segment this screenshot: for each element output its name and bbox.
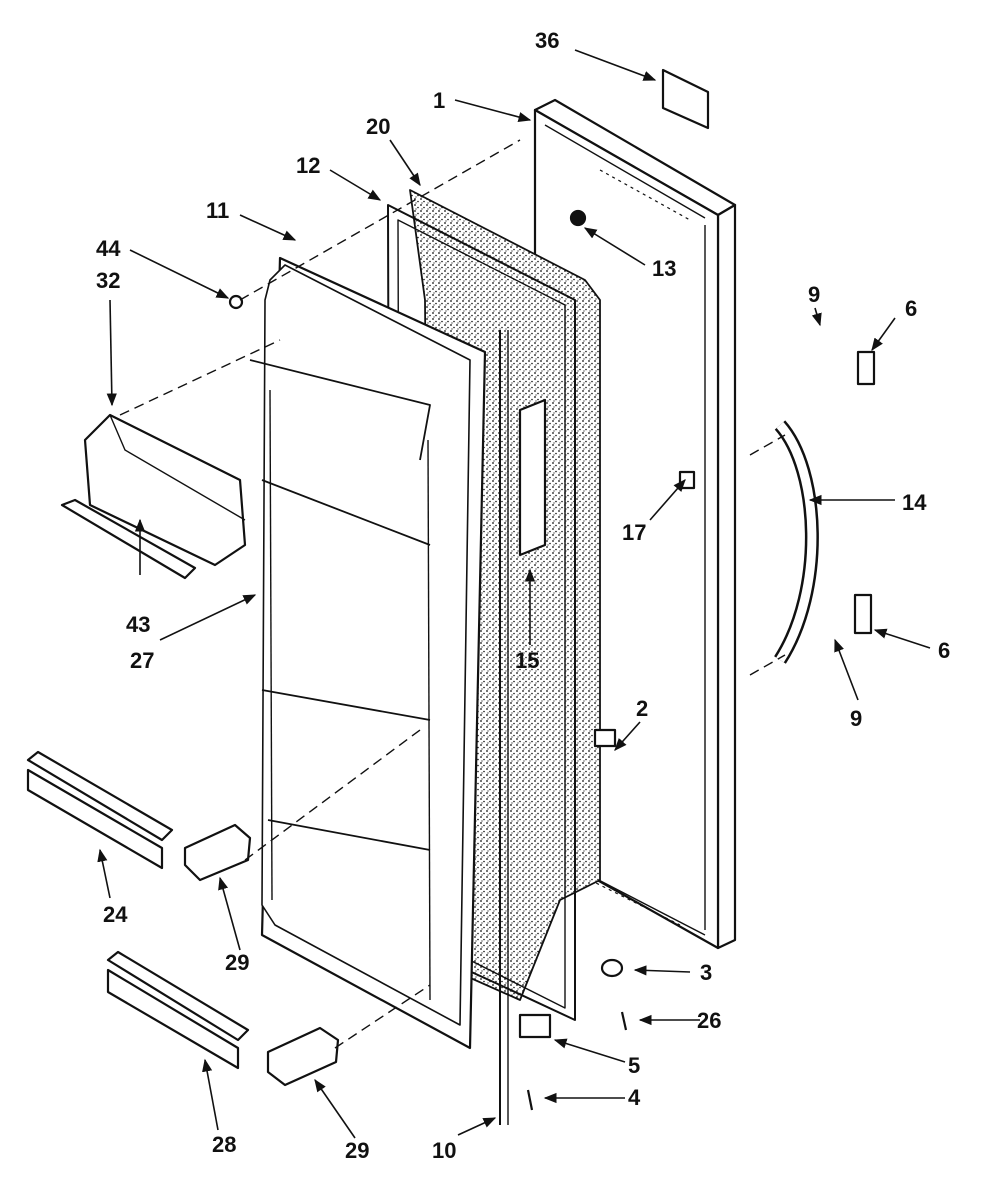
part-label-3: 3 (700, 960, 713, 985)
end-cap-lower (266, 1026, 340, 1087)
part-label-6-upper: 6 (905, 296, 918, 321)
part-label-9-upper: 9 (808, 282, 821, 307)
trim-strip (60, 498, 197, 580)
label-plate (661, 68, 710, 130)
screw-26 (620, 1011, 628, 1031)
part-label-29-lower: 29 (345, 1138, 370, 1163)
part-label-9-lower: 9 (850, 706, 863, 731)
part-label-4: 4 (628, 1085, 641, 1110)
screw-44 (228, 294, 244, 310)
part-label-14: 14 (902, 490, 927, 515)
part-label-27: 27 (130, 648, 155, 673)
end-cap-upper (183, 823, 252, 882)
part-label-6-lower: 6 (938, 638, 951, 663)
leader-arrows (97, 49, 931, 1139)
part-label-10: 10 (432, 1138, 457, 1163)
part-label-43: 43 (126, 612, 151, 637)
part-label-28: 28 (212, 1132, 237, 1157)
part-label-5: 5 (628, 1053, 641, 1078)
shelf-rail-upper (26, 750, 174, 870)
part-label-15: 15 (515, 648, 540, 673)
hinge-part-2 (593, 728, 617, 748)
part-label-1: 1 (433, 88, 446, 113)
part-label-29-upper: 29 (225, 950, 250, 975)
hinge-part-3 (600, 958, 624, 978)
part-label-24: 24 (103, 902, 128, 927)
handle-trim-upper (856, 350, 876, 386)
part-label-36: 36 (535, 28, 560, 53)
part-label-32: 32 (96, 268, 121, 293)
handle-trim-lower (853, 593, 873, 635)
breaker-strip (499, 330, 509, 1125)
part-label-17: 17 (622, 520, 647, 545)
inner-door-liner (249, 256, 487, 1050)
screw-4 (526, 1089, 534, 1111)
part-label-12: 12 (296, 153, 321, 178)
bracket-5 (518, 1013, 552, 1039)
plug-13 (569, 209, 587, 227)
stop-17 (678, 470, 696, 490)
part-label-11: 11 (206, 198, 230, 223)
bin-cover (83, 413, 247, 567)
part-label-26: 26 (697, 1008, 722, 1033)
part-label-20: 20 (366, 114, 391, 139)
assembly-lines (119, 139, 786, 1049)
part-label-13: 13 (652, 256, 677, 281)
part-label-44: 44 (96, 236, 121, 261)
shelf-rail-lower (106, 950, 250, 1070)
door-handle (774, 420, 819, 664)
bracket-15 (518, 398, 547, 557)
part-label-2: 2 (636, 696, 649, 721)
